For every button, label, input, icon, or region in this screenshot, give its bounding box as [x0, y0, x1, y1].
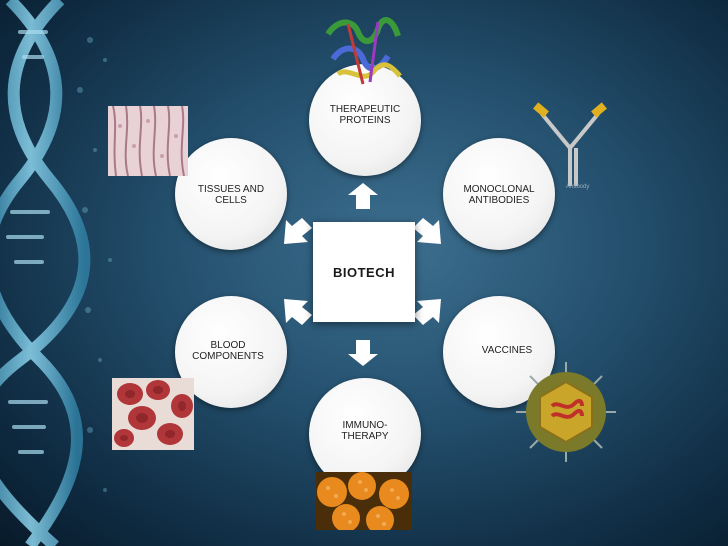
immune-cells-image [316, 472, 412, 530]
virus-image [516, 362, 616, 462]
label-tissues-and-cells: TISSUES AND CELLS [197, 184, 265, 206]
arrow-lower-left [284, 299, 312, 325]
arrow-lower-right [413, 299, 441, 325]
label-therapeutic-proteins: THERAPEUTIC PROTEINS [329, 104, 401, 126]
label-monoclonal-antibodies: MONOCLONAL ANTIBODIES [463, 184, 535, 206]
arrow-upper-right [413, 218, 441, 244]
label-vaccines: VACCINES [481, 345, 533, 356]
protein-structure-image [325, 17, 402, 85]
arrow-down [348, 340, 378, 366]
antibody-caption: Antibody [566, 184, 590, 190]
node-immunotherapy [309, 378, 421, 490]
node-monoclonal-antibodies [443, 138, 555, 250]
tissue-image [108, 106, 188, 176]
node-tissues-and-cells [175, 138, 287, 250]
label-immunotherapy: IMMUNO- THERAPY [341, 420, 389, 442]
center-label: BIOTECH [333, 265, 395, 280]
antibody-image [533, 102, 607, 186]
node-therapeutic-proteins [309, 64, 421, 176]
blood-cells-image [112, 378, 194, 450]
arrow-upper-left [284, 218, 312, 244]
arrow-up [348, 183, 378, 209]
label-blood-components: BLOOD COMPONENTS [192, 340, 264, 362]
center-box: BIOTECH [313, 222, 415, 322]
